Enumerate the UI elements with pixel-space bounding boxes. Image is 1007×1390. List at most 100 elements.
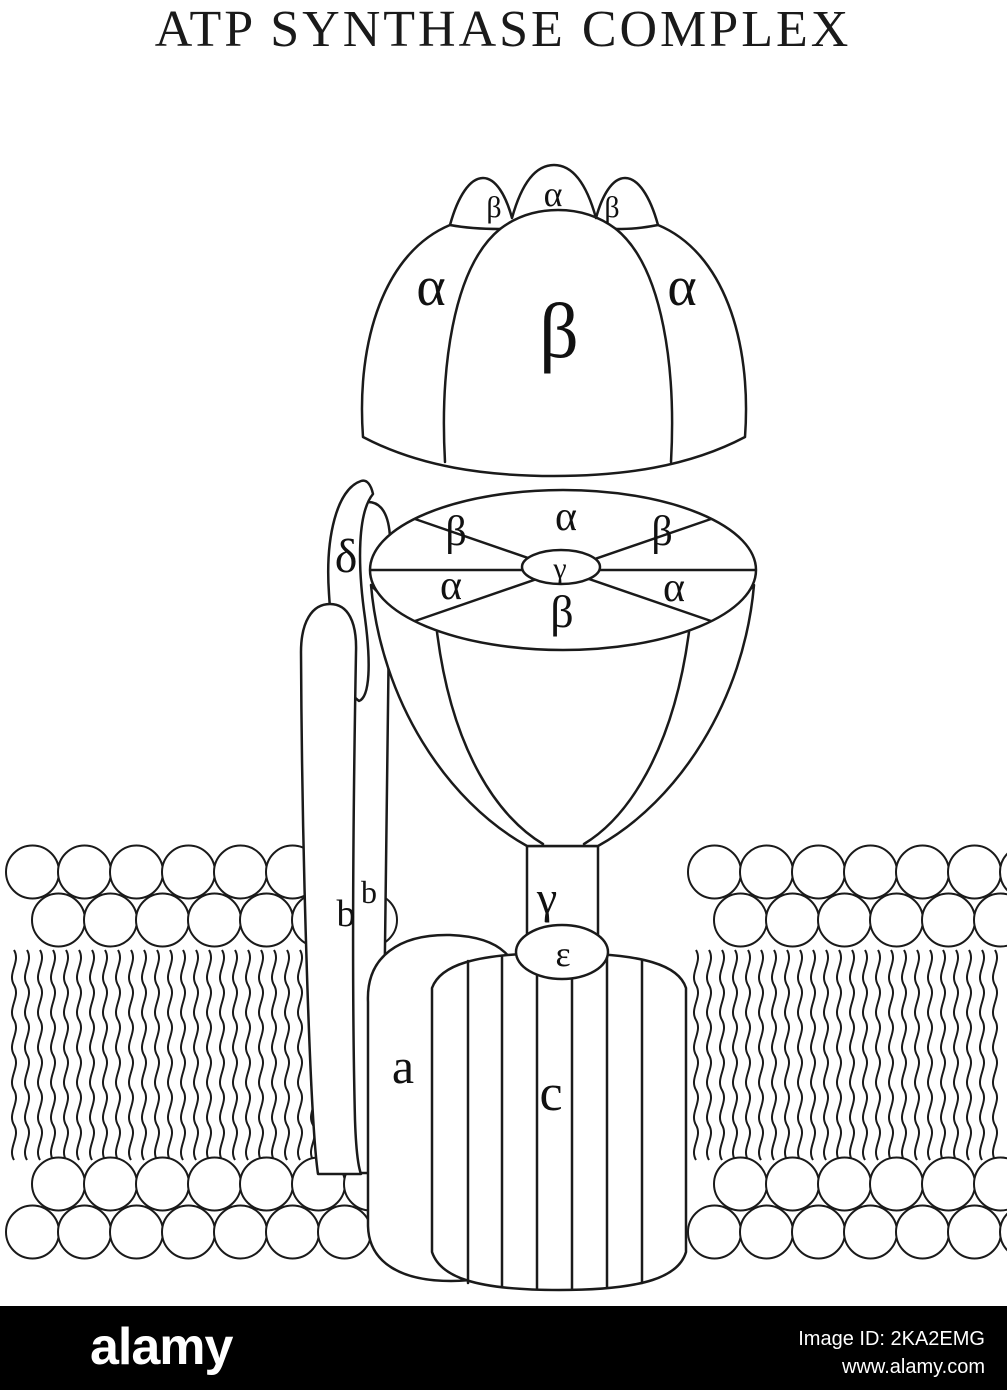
label-b-front: b xyxy=(337,893,356,935)
lipid-tail xyxy=(693,949,699,1161)
lipid-tail xyxy=(823,949,829,1161)
lipid-head xyxy=(869,892,924,948)
label-b-back: b xyxy=(361,874,377,910)
lipid-head xyxy=(765,892,820,948)
lipid-head xyxy=(921,892,976,948)
label-alpha-ring-lower-left: α xyxy=(440,563,462,609)
lipid-tail xyxy=(258,949,264,1161)
lipid-head xyxy=(947,844,1002,900)
lipid-head xyxy=(765,1156,820,1212)
label-alpha-back-center: α xyxy=(544,174,563,214)
lipid-head xyxy=(999,852,1007,892)
lipid-head xyxy=(713,892,768,948)
lipid-head xyxy=(187,892,242,948)
label-beta-ring-bottom: β xyxy=(550,586,573,637)
lipid-tail xyxy=(102,949,108,1161)
f1-cup-inner-lines xyxy=(435,630,691,846)
lipid-tail xyxy=(115,949,121,1161)
membrane-right xyxy=(687,844,1007,1260)
lipid-head xyxy=(161,1204,216,1260)
lipid-head xyxy=(869,1156,924,1212)
lipid-tail xyxy=(180,949,186,1161)
lipid-tail xyxy=(24,949,30,1161)
lipid-tail xyxy=(797,949,803,1161)
lipid-head xyxy=(817,892,872,948)
lipid-head xyxy=(739,1204,794,1260)
lipid-tail xyxy=(128,949,134,1161)
lipid-head xyxy=(57,1204,112,1260)
lipid-head xyxy=(109,1204,164,1260)
lipid-tail xyxy=(901,949,907,1161)
lipid-tail xyxy=(732,949,738,1161)
image-id-text: Image ID: 2KA2EMG xyxy=(798,1328,985,1350)
page-title: ATP SYNTHASE COMPLEX xyxy=(155,1,852,58)
lipid-tail xyxy=(784,949,790,1161)
lipid-head xyxy=(317,1204,372,1260)
lipid-tail xyxy=(50,949,56,1161)
c-ring-shape xyxy=(430,951,688,1292)
lipid-head xyxy=(973,892,1007,948)
lipid-head xyxy=(83,1156,138,1212)
lipid-head xyxy=(213,844,268,900)
lipid-tail xyxy=(953,949,959,1161)
watermark-url-text: www.alamy.com xyxy=(841,1356,985,1378)
lipid-head xyxy=(895,1204,950,1260)
lipid-tail xyxy=(232,949,238,1161)
lipid-head xyxy=(57,844,112,900)
lipid-tail xyxy=(167,949,173,1161)
lipid-tail xyxy=(11,949,17,1161)
lipid-head xyxy=(239,1156,294,1212)
lipid-head xyxy=(31,892,86,948)
alamy-logo: alamy xyxy=(90,1318,234,1376)
lipid-tail xyxy=(979,949,985,1161)
lipid-tail xyxy=(706,949,712,1161)
lipid-head xyxy=(135,892,190,948)
lipid-head xyxy=(109,844,164,900)
lipid-head xyxy=(187,1156,242,1212)
lipid-tail xyxy=(76,949,82,1161)
lipid-head xyxy=(83,892,138,948)
f1-head-seams xyxy=(442,208,674,464)
c-ring-segment-lines xyxy=(466,952,644,1291)
lipid-head xyxy=(947,1204,1002,1260)
lipid-head xyxy=(791,1204,846,1260)
lipid-head xyxy=(161,844,216,900)
lipid-tail xyxy=(193,949,199,1161)
lipid-tail xyxy=(862,949,868,1161)
lipid-tail xyxy=(271,949,277,1161)
lipid-tail xyxy=(154,949,160,1161)
lipid-tail xyxy=(297,949,303,1161)
lipid-head xyxy=(739,844,794,900)
lipid-head xyxy=(843,844,898,900)
lipid-head xyxy=(135,1156,190,1212)
watermark-bar: alamy Image ID: 2KA2EMG www.alamy.com xyxy=(0,1306,1007,1390)
label-alpha-ring-lower-right: α xyxy=(663,565,685,611)
label-delta: δ xyxy=(335,530,358,583)
label-beta-ring-upper-right: β xyxy=(651,509,672,555)
b-subunit-front-shape xyxy=(299,602,363,1176)
lipid-head xyxy=(843,1204,898,1260)
label-epsilon: ε xyxy=(555,934,570,974)
lipid-head xyxy=(5,844,60,900)
lipid-tail xyxy=(771,949,777,1161)
subunit-labels: β α β α β α α β β γ α α β δ b b γ ε a c xyxy=(335,174,697,1122)
lipid-tail xyxy=(219,949,225,1161)
lipid-tail xyxy=(849,949,855,1161)
lipid-head xyxy=(713,1156,768,1212)
lipid-head xyxy=(999,1212,1007,1252)
lipid-head xyxy=(687,1204,742,1260)
lipid-tail xyxy=(745,949,751,1161)
lipid-tail xyxy=(89,949,95,1161)
watermark-background xyxy=(0,1306,1007,1390)
lipid-tail xyxy=(992,949,998,1161)
lipid-head xyxy=(687,844,742,900)
lipid-head xyxy=(31,1156,86,1212)
lipid-tail xyxy=(719,949,725,1161)
epsilon-shape xyxy=(514,923,610,981)
label-gamma-stalk: γ xyxy=(536,872,557,923)
label-beta-ring-upper-left: β xyxy=(445,509,466,555)
label-alpha-front-right: α xyxy=(667,256,696,318)
label-beta-back-right: β xyxy=(604,191,619,224)
f1-head-dome xyxy=(360,163,748,478)
